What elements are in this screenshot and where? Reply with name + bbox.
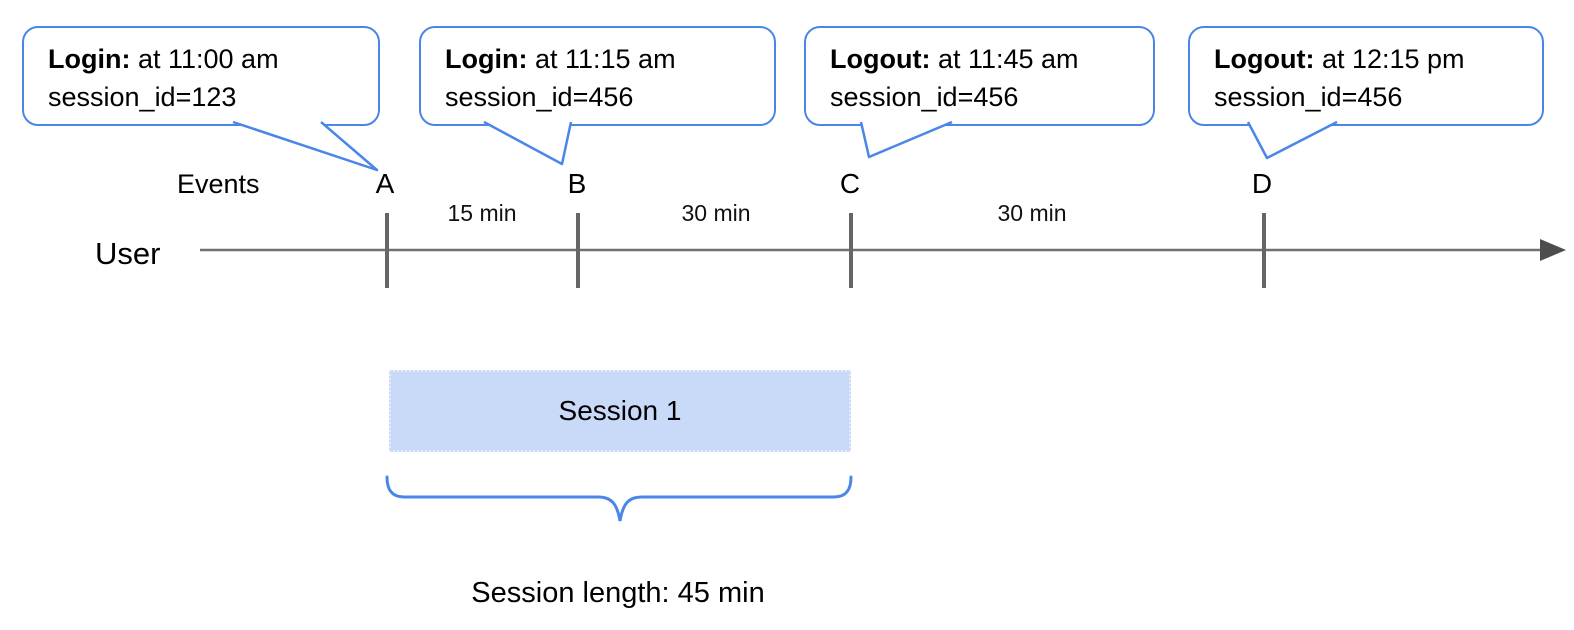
timeline-arrowhead-icon [1540,239,1566,261]
event-marker-a: A [375,168,395,199]
callout-tail-c [859,120,953,159]
callout-logout-d: Logout: at 12:15 pm session_id=456 [1188,26,1544,126]
event-marker-d: D [1251,168,1273,199]
callout-line1: Logout: at 11:45 am [830,44,1079,74]
callout-line2: session_id=456 [830,82,1019,112]
event-marker-b: B [567,168,587,199]
session-length-label: Session length: 45 min [471,577,765,609]
events-row-label: Events [177,169,260,199]
user-row-label: User [95,236,161,271]
session-bar: Session 1 [389,370,851,452]
callout-line1: Login: at 11:00 am [48,44,279,74]
callout-line2: session_id=456 [445,82,634,112]
session-brace [385,475,853,522]
callout-tail-d [1246,120,1338,160]
callout-tail-a [232,120,379,172]
callout-line1: Login: at 11:15 am [445,44,676,74]
callout-line2: session_id=123 [48,82,237,112]
callout-tail-b [483,120,573,166]
interval-c-d: 30 min [997,200,1067,226]
interval-a-b: 15 min [447,200,517,226]
callout-login-a: Login: at 11:00 am session_id=123 [22,26,380,126]
session-bar-label: Session 1 [558,395,682,426]
callout-line1: Logout: at 12:15 pm [1214,44,1465,74]
callout-login-b: Login: at 11:15 am session_id=456 [419,26,776,126]
callout-logout-c: Logout: at 11:45 am session_id=456 [804,26,1155,126]
interval-b-c: 30 min [681,200,751,226]
event-marker-c: C [839,168,861,199]
callout-line2: session_id=456 [1214,82,1403,112]
